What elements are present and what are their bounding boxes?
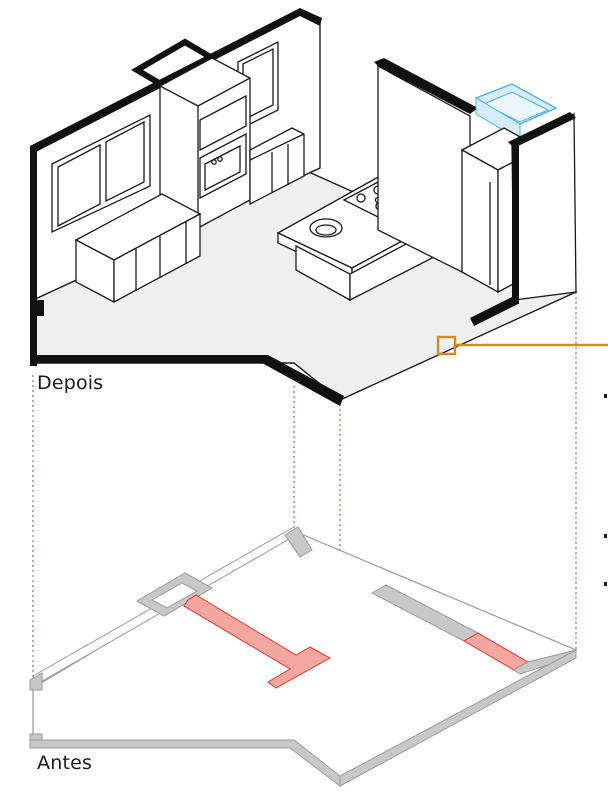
after-wall-mid-cap <box>32 300 44 315</box>
before-wall-left-end <box>29 672 43 691</box>
before-label: Antes <box>37 752 93 774</box>
before-duct <box>135 572 214 617</box>
after-counter-left <box>74 193 202 304</box>
before-removed-wall-t <box>183 594 332 689</box>
after-kitchen <box>30 8 608 406</box>
before-wall-corner-top <box>284 526 313 558</box>
after-wall-right <box>374 58 478 278</box>
edge-ticks <box>604 394 607 586</box>
after-counter-right <box>249 127 305 206</box>
after-column-right <box>508 112 577 304</box>
after-wall-bottom-left <box>30 355 344 406</box>
after-wall-left-edge <box>30 146 37 366</box>
before-floor-plan <box>29 526 578 788</box>
detail-callout <box>436 335 608 356</box>
after-wall-left-top <box>30 8 322 152</box>
after-wall-bottom-right <box>470 296 518 326</box>
burner-1 <box>356 193 366 203</box>
after-label: Depois <box>37 372 104 394</box>
projection-guides <box>32 292 577 780</box>
after-window-left <box>51 113 151 234</box>
before-wall-bottom-right <box>339 649 577 787</box>
after-oven-tower <box>159 57 251 229</box>
